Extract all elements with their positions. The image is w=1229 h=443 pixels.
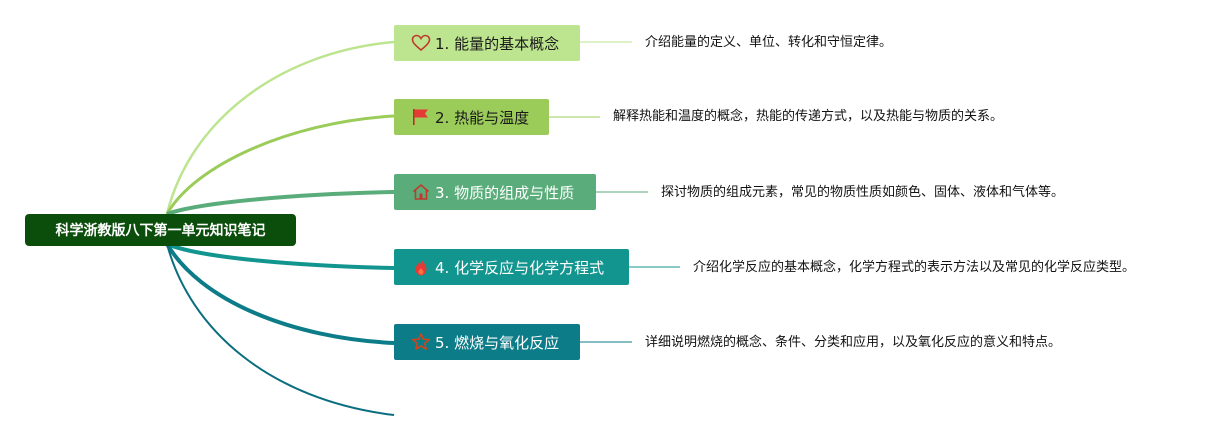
- topic-5[interactable]: 5. 燃烧与氧化反应: [394, 324, 580, 360]
- topic-1[interactable]: 1. 能量的基本概念: [394, 25, 580, 61]
- topic-2-label: 2. 热能与温度: [435, 108, 530, 127]
- branch-5-curve: [165, 242, 395, 345]
- topic-1-description[interactable]: 介绍能量的定义、单位、转化和守恒定律。: [645, 35, 893, 50]
- topic-3-label: 3. 物质的组成与性质: [435, 183, 575, 202]
- central-topic[interactable]: 科学浙教版八下第一单元知识笔记: [25, 214, 296, 246]
- branch-1-curve: [165, 40, 395, 215]
- topic-2[interactable]: 2. 热能与温度: [394, 99, 549, 135]
- topic-5-label: 5. 燃烧与氧化反应: [435, 333, 560, 352]
- topic-4[interactable]: 4. 化学反应与化学方程式: [394, 249, 629, 285]
- star-icon: [411, 332, 431, 352]
- house-icon: [411, 182, 431, 202]
- branch-4-curve: [166, 242, 395, 270]
- branch-6-curve: [166, 243, 395, 416]
- topic-1-label: 1. 能量的基本概念: [435, 34, 560, 53]
- flag-icon: [411, 107, 431, 127]
- fire-icon: [411, 257, 431, 277]
- topic-4-description[interactable]: 介绍化学反应的基本概念，化学方程式的表示方法以及常见的化学反应类型。: [693, 260, 1136, 275]
- topic-2-description[interactable]: 解释热能和温度的概念，热能的传递方式，以及热能与物质的关系。: [613, 109, 1004, 124]
- topic-5-description[interactable]: 详细说明燃烧的概念、条件、分类和应用，以及氧化反应的意义和特点。: [645, 335, 1062, 350]
- branch-2-curve: [165, 114, 395, 215]
- topic-3[interactable]: 3. 物质的组成与性质: [394, 174, 596, 210]
- topic-3-description[interactable]: 探讨物质的组成元素，常见的物质性质如颜色、固体、液体和气体等。: [661, 185, 1065, 200]
- heart-icon: [411, 33, 431, 53]
- branch-3-curve: [166, 190, 395, 216]
- topic-4-label: 4. 化学反应与化学方程式: [435, 258, 605, 277]
